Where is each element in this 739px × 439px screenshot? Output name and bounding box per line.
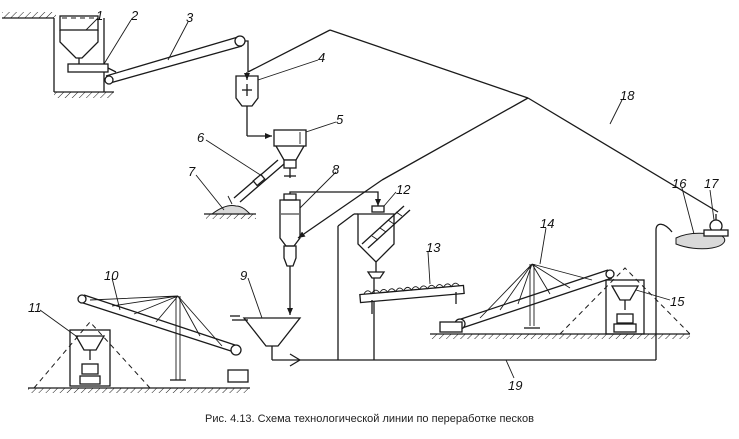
label-6: 6 bbox=[197, 130, 205, 145]
label-14: 14 bbox=[540, 216, 554, 231]
label-17: 17 bbox=[704, 176, 719, 191]
loading-hopper-right bbox=[559, 267, 691, 335]
label-8: 8 bbox=[332, 162, 340, 177]
label-4: 4 bbox=[318, 50, 325, 65]
ground-right bbox=[430, 333, 690, 339]
label-12: 12 bbox=[396, 182, 411, 197]
stacking-conveyor-right bbox=[439, 263, 615, 333]
label-13: 13 bbox=[426, 240, 441, 255]
figure-caption: Рис. 4.13. Схема технологической линии п… bbox=[205, 413, 534, 425]
sand-classifier-cone bbox=[230, 315, 302, 361]
leader-lines bbox=[39, 17, 715, 379]
label-2: 2 bbox=[130, 8, 139, 23]
gravel-pile bbox=[204, 205, 256, 219]
label-18: 18 bbox=[620, 88, 635, 103]
feeder bbox=[67, 63, 117, 73]
label-15: 15 bbox=[670, 294, 685, 309]
label-19: 19 bbox=[508, 378, 522, 393]
water-pump bbox=[703, 214, 729, 237]
spiral-classifier bbox=[337, 205, 411, 360]
mixer bbox=[235, 72, 272, 139]
stacking-conveyor-left bbox=[77, 294, 249, 383]
label-9: 9 bbox=[240, 268, 247, 283]
label-5: 5 bbox=[336, 112, 344, 127]
label-10: 10 bbox=[104, 268, 119, 283]
label-1: 1 bbox=[96, 8, 103, 23]
loading-hopper-left bbox=[33, 321, 151, 389]
label-3: 3 bbox=[186, 10, 194, 25]
label-7: 7 bbox=[188, 164, 196, 179]
oversize-chute bbox=[227, 159, 285, 205]
inclined-belt-conveyor bbox=[104, 35, 249, 85]
receiving-pit-hopper bbox=[2, 12, 114, 98]
water-return-line bbox=[289, 223, 673, 367]
water-pond bbox=[675, 232, 726, 250]
vibrating-screen bbox=[273, 129, 307, 178]
hydrocyclone bbox=[279, 191, 381, 315]
ground-left bbox=[28, 387, 250, 393]
dewatering-screen bbox=[359, 282, 465, 314]
label-11: 11 bbox=[28, 300, 42, 315]
label-16: 16 bbox=[672, 176, 687, 191]
water-supply-lines bbox=[247, 29, 719, 239]
